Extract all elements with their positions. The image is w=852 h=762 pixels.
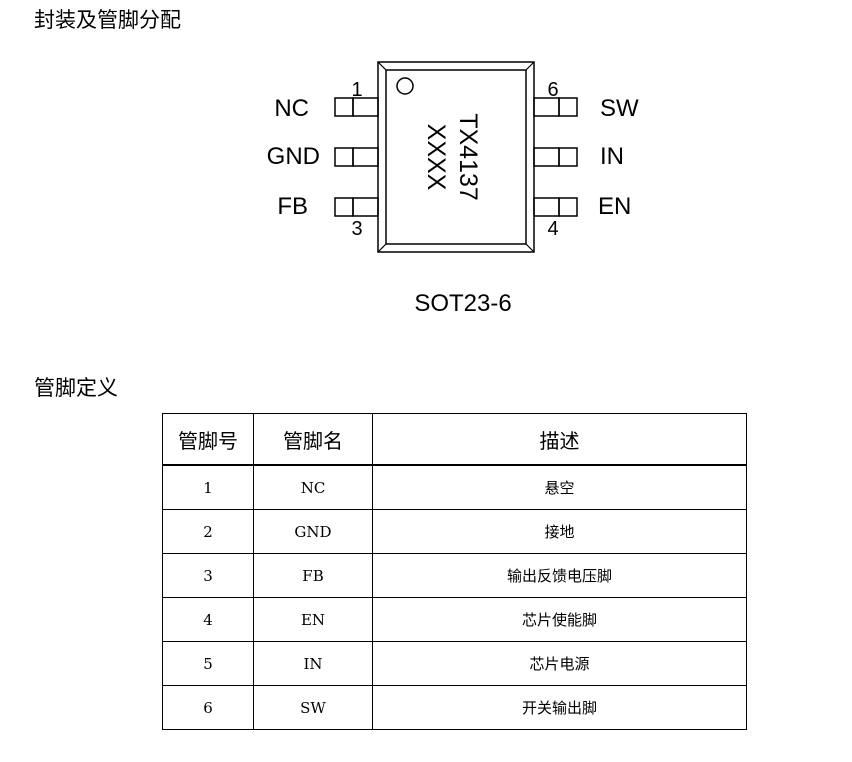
pin-name-sw: SW xyxy=(600,95,639,122)
pin-name-nc: NC xyxy=(274,95,309,122)
chip-corner-line xyxy=(377,243,387,253)
table-row: 5 IN 芯片电源 xyxy=(162,641,747,686)
cell-description: 悬空 xyxy=(372,464,747,510)
pin-number-3: 3 xyxy=(351,218,362,240)
pin1-dot-icon xyxy=(396,77,414,95)
chip-corner-line xyxy=(377,61,387,71)
package-name: SOT23-6 xyxy=(414,290,512,317)
cell-pin-name: NC xyxy=(253,464,373,510)
chip-marking-model: TX4137 xyxy=(454,113,482,201)
pin-name-gnd: GND xyxy=(267,143,320,170)
cell-pin-number: 2 xyxy=(162,509,254,554)
cell-description: 接地 xyxy=(372,509,747,554)
cell-pin-number: 3 xyxy=(162,553,254,598)
right-pin-4 xyxy=(533,197,578,217)
cell-pin-name: GND xyxy=(253,509,373,554)
table-row: 4 EN 芯片使能脚 xyxy=(162,597,747,642)
cell-description: 芯片使能脚 xyxy=(372,597,747,642)
pin-number-6: 6 xyxy=(547,79,558,101)
cell-pin-name: FB xyxy=(253,553,373,598)
cell-pin-name: IN xyxy=(253,641,373,686)
pin-name-en: EN xyxy=(598,193,631,220)
cell-description: 输出反馈电压脚 xyxy=(372,553,747,598)
left-pin-3 xyxy=(334,197,379,217)
chip-body-inner xyxy=(385,69,527,245)
cell-pin-name: SW xyxy=(253,685,373,730)
header-description: 描述 xyxy=(372,413,747,466)
table-row: 2 GND 接地 xyxy=(162,509,747,554)
cell-pin-name: EN xyxy=(253,597,373,642)
left-pin-2 xyxy=(334,147,379,167)
table-row: 1 NC 悬空 xyxy=(162,464,747,510)
pin-number-1: 1 xyxy=(351,79,362,101)
package-diagram: 1 3 6 4 NC GND FB SW IN EN TX4137 XXXX xyxy=(0,0,852,304)
pin-name-in: IN xyxy=(600,143,624,170)
pin-definition-heading: 管脚定义 xyxy=(34,376,118,400)
cell-pin-number: 4 xyxy=(162,597,254,642)
cell-pin-number: 5 xyxy=(162,641,254,686)
table-row: 6 SW 开关输出脚 xyxy=(162,685,747,730)
table-row: 3 FB 输出反馈电压脚 xyxy=(162,553,747,598)
header-pin-number: 管脚号 xyxy=(162,413,254,466)
chip-marking-code: XXXX xyxy=(422,124,450,191)
package-drawing: 1 3 6 4 NC GND FB SW IN EN TX4137 XXXX xyxy=(267,61,639,253)
pin-definition-table: 管脚号 管脚名 描述 1 NC 悬空 2 GND 接地 3 FB 输出反馈电压脚… xyxy=(162,413,747,730)
package-heading: 封装及管脚分配 xyxy=(34,8,181,32)
header-pin-name: 管脚名 xyxy=(253,413,373,466)
cell-pin-number: 1 xyxy=(162,464,254,510)
cell-pin-number: 6 xyxy=(162,685,254,730)
chip-corner-line xyxy=(525,243,535,253)
table-header-row: 管脚号 管脚名 描述 xyxy=(162,413,747,466)
cell-description: 开关输出脚 xyxy=(372,685,747,730)
pin-name-fb: FB xyxy=(277,193,308,220)
right-pin-6 xyxy=(533,97,578,117)
right-pin-5 xyxy=(533,147,578,167)
left-pin-1 xyxy=(334,97,379,117)
cell-description: 芯片电源 xyxy=(372,641,747,686)
pin-number-4: 4 xyxy=(547,218,558,240)
chip-corner-line xyxy=(525,61,535,71)
